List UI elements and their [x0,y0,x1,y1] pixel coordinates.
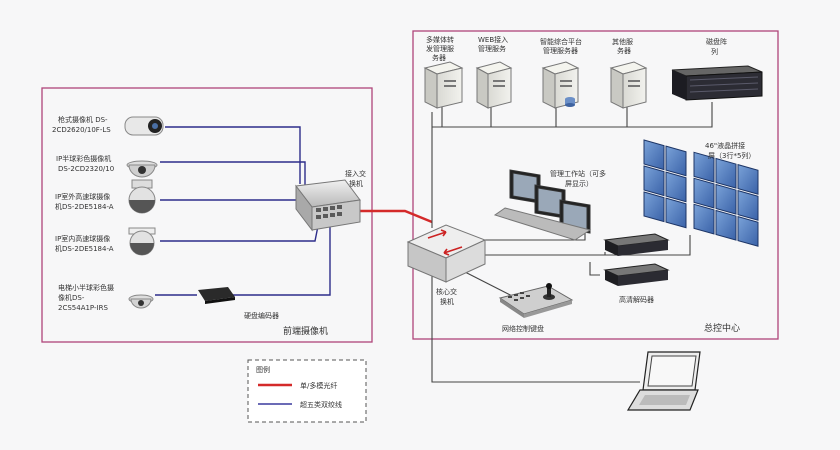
server-label: 其他服 [612,37,633,46]
hard-disk-encoder [198,287,235,304]
videowall-label: 屏（3行*5列） [708,151,755,160]
camera-label: 枪式摄像机 DS- [58,115,108,124]
laptop-icon [626,351,701,411]
server-other [609,61,648,109]
disk-array [671,65,763,101]
core-switch-label: 核心交 [436,287,457,296]
camera-dome [126,160,158,178]
camera-label: 电梯小半球彩色摄 [58,283,114,292]
video-wall-panel [643,191,665,223]
control-center-zone [412,30,779,340]
video-wall-panel [643,139,665,171]
camera-indoor-ptz [128,227,156,256]
video-wall-panel [693,177,715,209]
server-label: 管理服务器 [543,46,578,55]
legend-title: 图例 [256,365,270,374]
access-switch [295,179,361,232]
workstation-label: 屏显示） [565,180,593,188]
server-label: 务器 [432,53,446,62]
videowall-label: 46"液晶拼接 [705,141,745,150]
camera-label: 机DS-2DE5184-A [55,244,114,253]
core-switch [406,224,487,283]
server-label: WEB接入 [478,35,508,44]
server-labels: 多媒体转 发管理服 务器 WEB接入 管理服务 智能综合平台 管理服务器 其他服… [426,35,633,62]
front-end-zone-label: 前端摄像机 [283,325,328,337]
video-wall-panel [665,171,687,203]
workstation-label: 管理工作站（可多 [550,169,606,178]
disk-array-label: 列 [711,47,718,56]
server-label: 务器 [617,46,631,55]
camera-elevator-dome [128,294,154,309]
lcd-video-wall [643,139,759,247]
legend-item-label: 单/多模光纤 [300,381,337,390]
camera-label: 像机DS- [58,293,85,302]
camera-label: IP半球彩色摄像机 [56,154,111,163]
fiber-link [358,209,433,224]
server-platform [541,61,580,109]
video-wall-panel [737,189,759,221]
video-wall-panel [643,165,665,197]
video-wall-panel [715,157,737,189]
video-wall-panel [693,151,715,183]
server-media [423,61,464,109]
access-switch-label: 换机 [349,179,363,188]
hd-decoder [603,233,670,286]
keyboard-label: 网络控制键盘 [502,324,544,333]
management-workstation [493,169,592,241]
disk-array-label: 磁盘阵 [706,37,727,46]
camera-labels: 枪式摄像机 DS- 2CD2620/10F-LS IP半球彩色摄像机 DS-2C… [52,115,114,312]
camera-outdoor-ptz [128,179,156,214]
video-wall-panel [665,145,687,177]
camera-bullet [124,116,164,136]
camera-label: 2CD2620/10F-LS [52,126,111,134]
camera-label: IP室内高速球摄像 [55,234,110,243]
server-web [475,61,513,109]
camera-label: IP室外高速球摄像 [55,192,110,201]
server-label: 智能综合平台 [540,37,582,46]
camera-label: 机DS-2DE5184-A [55,202,114,211]
video-wall-panel [715,209,737,241]
server-label: 多媒体转 [426,35,454,44]
legend-box [247,359,367,423]
video-wall-panel [737,215,759,247]
camera-label: 2CS54A1P-IRS [58,304,108,312]
video-wall-panel [715,183,737,215]
access-switch-label: 接入交 [345,169,366,178]
camera-label: DS-2CD2320/10 [58,165,114,173]
server-label: 发管理服 [426,44,454,53]
video-wall-panel [737,163,759,195]
network-keyboard [498,283,574,318]
video-wall-panel [693,203,715,235]
server-label: 管理服务 [478,44,506,53]
legend: 图例 单/多模光纤 超五类双绞线 [247,359,367,423]
twisted-pair-links [155,126,331,296]
control-center-zone-label: 总控中心 [704,322,740,334]
front-end-zone [41,87,373,343]
legend-item-label: 超五类双绞线 [300,400,342,409]
encoder-label: 硬盘编码器 [244,311,279,320]
video-wall-panel [665,197,687,229]
core-switch-label: 换机 [440,297,454,306]
decoder-label: 高清解码器 [619,295,654,304]
